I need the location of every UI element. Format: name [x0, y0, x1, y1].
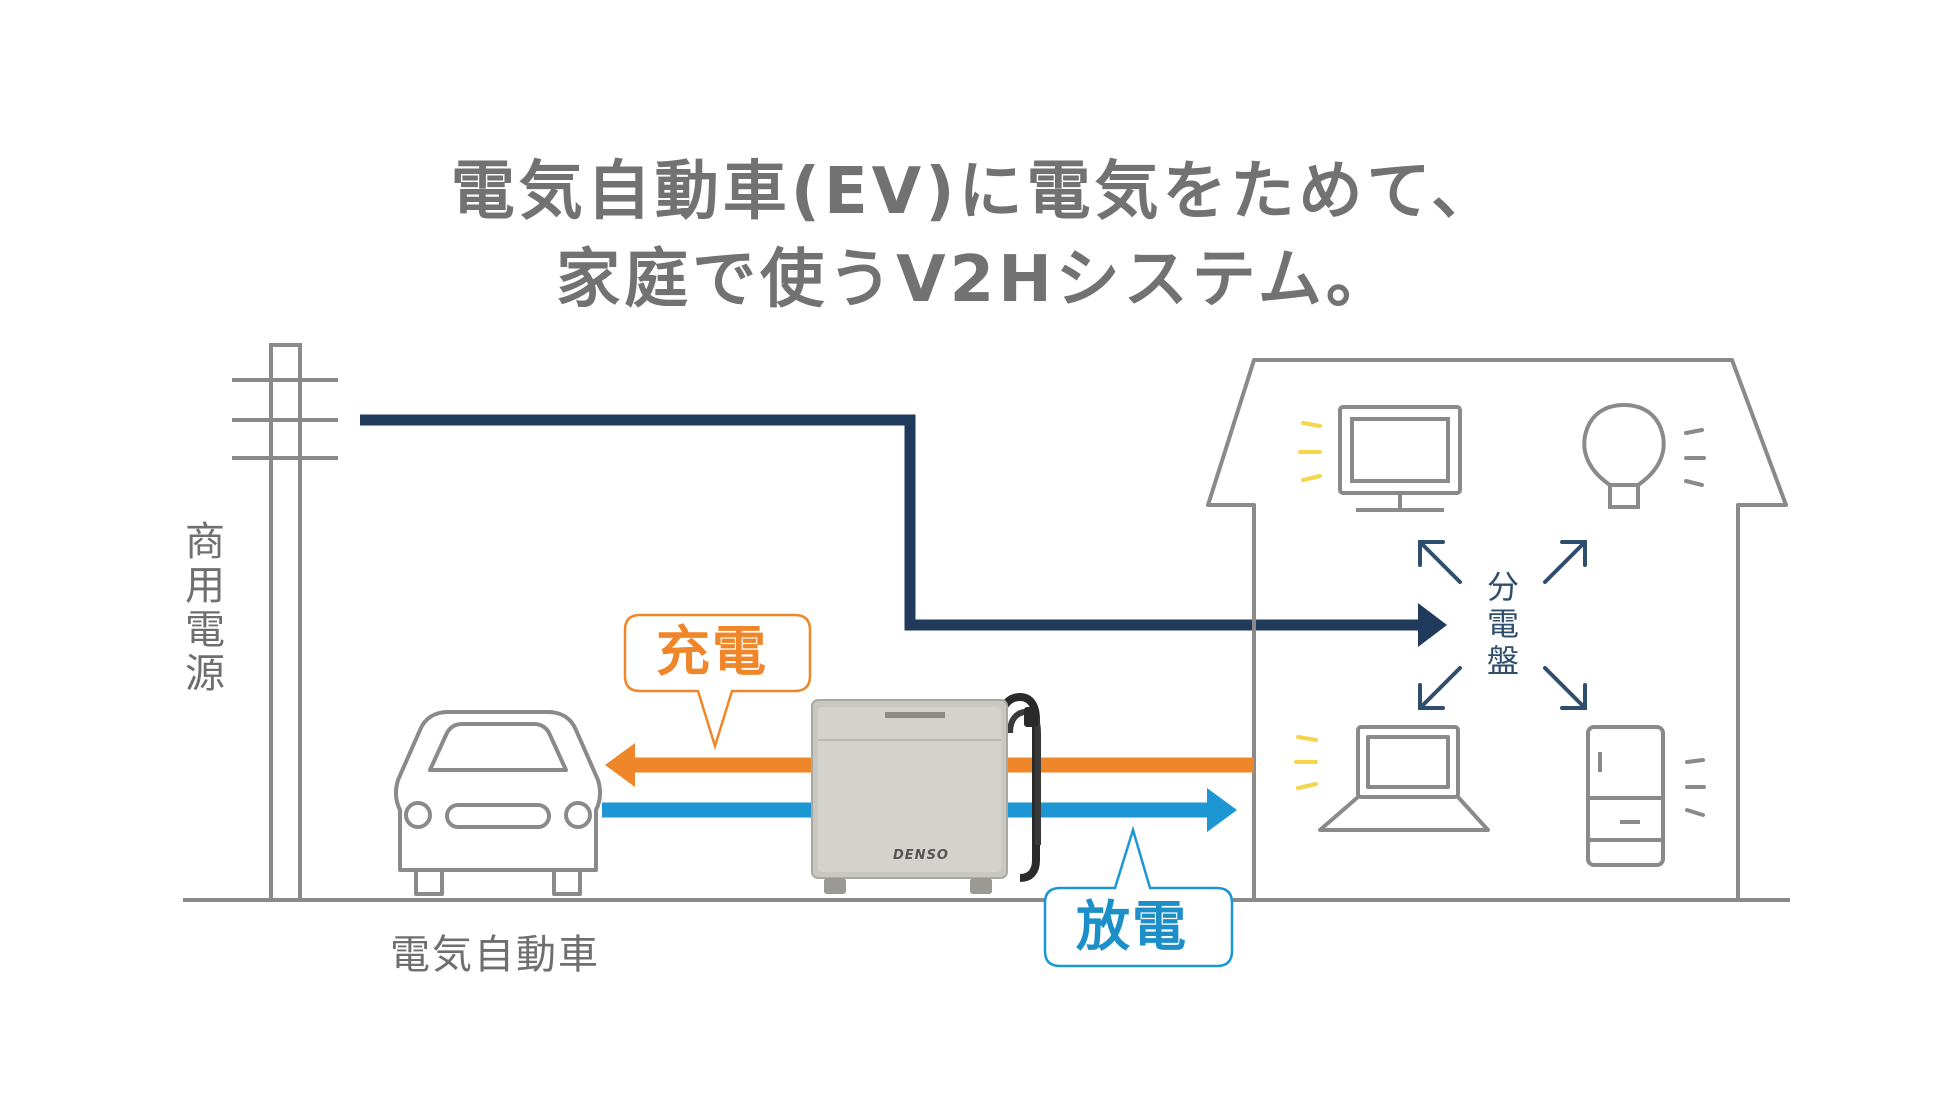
fridge-glow-icon — [1685, 758, 1706, 817]
distribution-board-char-2: 電 — [1486, 605, 1519, 643]
distribution-board-char-1: 分 — [1486, 568, 1519, 606]
charge-label: 充電 — [656, 620, 768, 683]
light-bulb-icon — [1582, 402, 1666, 509]
laptop-icon — [1318, 725, 1490, 832]
v2h-charger-unit — [811, 692, 1041, 894]
grid-power-char-2: 用 — [185, 563, 225, 609]
grid-power-char-3: 電 — [185, 607, 225, 653]
grid-power-char-1: 商 — [185, 519, 225, 565]
car-icon — [393, 710, 603, 896]
ev-label: 電気自動車 — [390, 932, 600, 978]
grid-power-char-4: 源 — [185, 651, 225, 697]
discharge-label: 放電 — [1076, 895, 1188, 958]
headline-line-1: 電気自動車(EV)に電気をためて、 — [450, 155, 1500, 229]
laptop-glow-icon — [1294, 735, 1318, 790]
charge-bubble — [623, 613, 812, 751]
refrigerator-icon — [1586, 725, 1665, 867]
headline-line-2: 家庭で使うV2Hシステム。 — [556, 243, 1394, 317]
house-outline — [1206, 358, 1788, 900]
discharge-bubble — [1043, 825, 1234, 968]
distribution-board-char-3: 盤 — [1486, 642, 1519, 680]
tv-glow-icon — [1298, 421, 1322, 482]
device-brand-label: DENSO — [893, 848, 949, 863]
grid-power-label: 商 用 電 源 — [180, 520, 230, 696]
bulb-glow-icon — [1684, 428, 1706, 487]
grid-power-line — [360, 414, 1447, 647]
distribution-board-label: 分 電 盤 — [1481, 569, 1525, 680]
tv-icon — [1338, 405, 1462, 512]
distribution-arrows — [1418, 540, 1587, 710]
utility-pole-icon — [232, 343, 338, 902]
